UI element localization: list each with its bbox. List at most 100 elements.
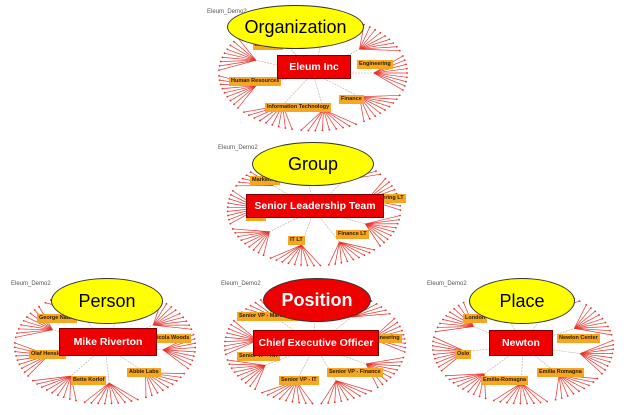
tree-leaf-node (259, 299, 262, 301)
tree-leaf-node (156, 391, 159, 394)
tree-leaf-branch (153, 309, 176, 326)
panel-place: Eleum_Demo2 London Newton Center Oslo Em… (423, 278, 623, 410)
tree-leaf-branch (245, 365, 266, 384)
tree-leaf-branch (162, 349, 191, 365)
tree-leaf-node (226, 206, 229, 209)
tree-leaf-node (40, 386, 43, 389)
tree-leaf-node (402, 333, 405, 336)
tree-leaf-branch (231, 364, 266, 369)
tree-leaf-branch (104, 383, 110, 404)
node-label[interactable]: Senior VP - HR (237, 352, 280, 361)
tree-leaf-branch (579, 353, 603, 375)
tree-leaf-node (405, 67, 408, 70)
tree-leaf-node (435, 361, 438, 364)
node-label[interactable]: Information Technology (265, 103, 332, 112)
node-label[interactable]: Senior VP - Marketing (237, 312, 298, 321)
panel-organization: Eleum_Demo2 Marketing Engineering Human … (205, 5, 420, 135)
tree-leaf-branch (152, 306, 172, 326)
tree-leaf-node (22, 319, 25, 322)
node-label[interactable]: Engineering (357, 60, 393, 69)
node-label[interactable]: Emilia-Romagna (481, 376, 529, 385)
node-label[interactable]: London (463, 314, 488, 323)
tree-leaf-branch (335, 380, 361, 397)
tree-leaf-branch (46, 375, 72, 391)
center-node[interactable]: Eleum Inc (277, 55, 351, 79)
tree-leaf-node (340, 400, 343, 402)
node-label[interactable]: Abbie Labs (127, 368, 161, 377)
tree-leaf-node (368, 26, 371, 28)
tree-leaf-node (592, 381, 595, 383)
node-label[interactable]: Marketing (250, 176, 280, 185)
tree-leaf-node (15, 354, 17, 357)
tree-leaf-branch (365, 223, 394, 233)
tree-leaf-branch (108, 382, 126, 403)
node-label[interactable]: Human Resources (229, 77, 282, 86)
tree-leaf-node (23, 371, 26, 374)
tree-leaf-branch (97, 382, 110, 404)
node-label[interactable]: Emilia Romagna (537, 368, 584, 377)
center-node[interactable]: Chief Executive Officer (253, 330, 379, 356)
tree-leaf-node (300, 129, 303, 132)
tree-leaf-branch (506, 382, 522, 403)
tree-leaf-node (348, 125, 351, 127)
tree-leaf-node (224, 340, 226, 343)
node-label[interactable]: Nicola Woods (151, 334, 192, 343)
tree-leaf-node (610, 333, 613, 336)
node-label[interactable]: Bette Korlof (71, 376, 107, 385)
tree-leaf-branch (365, 219, 400, 225)
tree-leaf-branch (335, 380, 355, 399)
node-label[interactable]: George Nadia (37, 314, 77, 323)
tree-leaf-node (384, 35, 386, 37)
node-label[interactable]: Finance (339, 95, 364, 104)
tree-leaf-node (578, 300, 581, 303)
node-label[interactable]: Olaf Hensley (29, 350, 67, 359)
tree-leaf-node (293, 263, 296, 266)
node-label[interactable]: Oslo (455, 350, 472, 359)
center-node[interactable]: Mike Riverton (59, 328, 157, 356)
tree-leaf-node (248, 114, 250, 117)
tree-leaf-branch (580, 353, 612, 359)
tree-leaf-node (16, 359, 19, 361)
tree-leaf-branch (222, 57, 256, 61)
tree-leaf-node (226, 48, 229, 51)
node-label[interactable]: Senior VP - IT (279, 376, 319, 385)
tree-leaf-node (594, 310, 597, 313)
tree-leaf-node (363, 120, 365, 123)
tree-leaf-node (221, 56, 224, 59)
node-label[interactable]: Newton Center (557, 334, 600, 343)
tree-leaf-branch (359, 96, 397, 100)
tree-leaf-node (231, 189, 234, 192)
tree-leaf-node (434, 330, 437, 333)
tree-leaf-node (298, 401, 300, 404)
tree-leaf-node (355, 123, 357, 126)
tree-leaf-branch (558, 374, 580, 392)
tree-leaf-node (399, 205, 402, 207)
tree-leaf-branch (323, 109, 337, 130)
tree-leaf-branch (224, 52, 256, 61)
tree-leaf-node (398, 94, 401, 97)
tree-leaf-branch (224, 340, 258, 351)
tree-leaf-branch (225, 336, 258, 341)
tree-leaf-node (192, 333, 195, 336)
center-node[interactable]: Senior Leadership Team (246, 194, 384, 218)
tree-leaf-node (440, 369, 443, 372)
panel-position: Eleum_Demo2 Senior VP - Marketing Senior… (215, 278, 415, 410)
tree-leaf-node (171, 383, 174, 386)
tree-leaf-node (374, 28, 377, 31)
tree-leaf-node (248, 245, 251, 248)
tree-leaf-branch (69, 376, 72, 400)
tree-leaf-node (379, 31, 382, 34)
center-node[interactable]: Newton (489, 330, 553, 356)
tree-leaf-branch (21, 324, 53, 331)
tree-leaf-branch (227, 85, 257, 98)
node-label[interactable]: IT LT (288, 236, 305, 245)
tree-leaf-branch (445, 373, 485, 377)
tree-leaf-node (266, 394, 269, 396)
tree-leaf-branch (301, 244, 308, 266)
tree-leaf-branch (153, 316, 184, 326)
node-label[interactable]: Finance LT (336, 230, 369, 239)
tree-leaf-node (432, 340, 434, 343)
tree-leaf-branch (339, 241, 370, 254)
tree-leaf-node (399, 214, 401, 217)
node-label[interactable]: Senior VP - Finance (327, 368, 383, 377)
